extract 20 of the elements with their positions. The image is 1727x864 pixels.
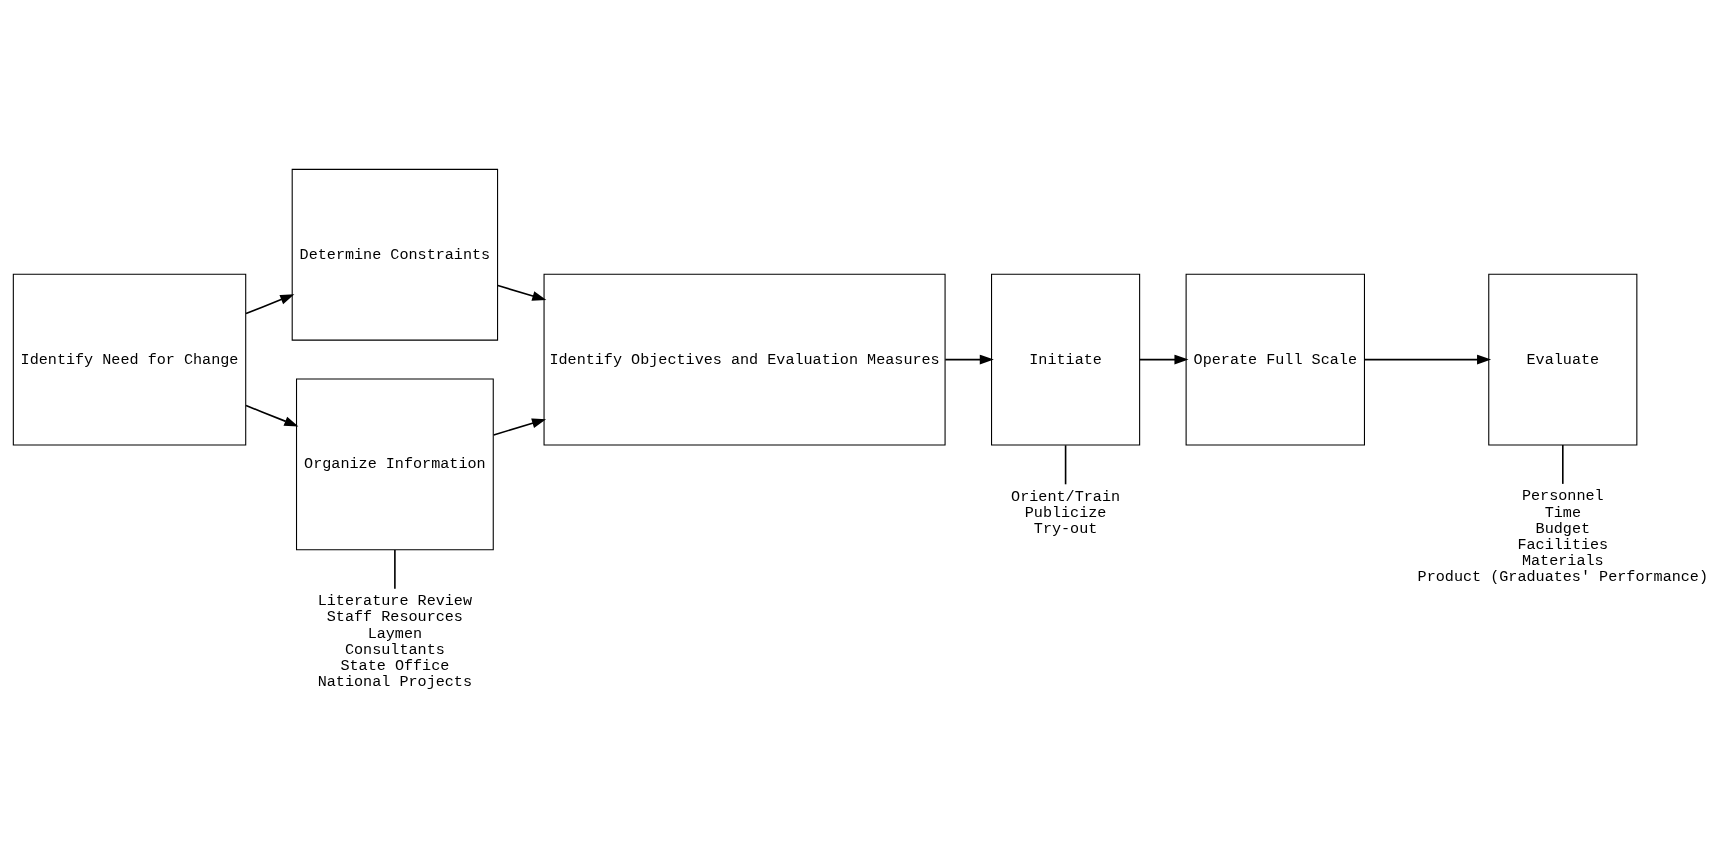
node-box: Determine Constraints [291, 168, 498, 341]
arrow [492, 418, 546, 436]
node-text: Literature Review Staff Resources Laymen Consultants State Office National Projects [317, 592, 472, 692]
arrow [1363, 354, 1491, 365]
connector [1561, 444, 1564, 485]
arrow [944, 354, 994, 365]
arrow [496, 284, 546, 301]
node-box: Organize Information [295, 378, 494, 551]
node-box: Identify Objectives and Evaluation Measures [543, 273, 946, 446]
node-text: Personnel Time Budget Facilities Materials Product (Graduates' Performance) [1417, 487, 1708, 587]
arrow [244, 404, 298, 427]
arrow [1138, 354, 1188, 365]
arrow [244, 294, 294, 315]
node-text: Orient/Train Publicize Try-out [1010, 487, 1120, 539]
node-box: Initiate [990, 273, 1140, 446]
node-box: Evaluate [1487, 273, 1637, 446]
connector [1064, 444, 1066, 486]
connector [393, 549, 396, 590]
node-box: Identify Need for Change [12, 273, 246, 446]
node-box: Operate Full Scale [1185, 273, 1365, 446]
